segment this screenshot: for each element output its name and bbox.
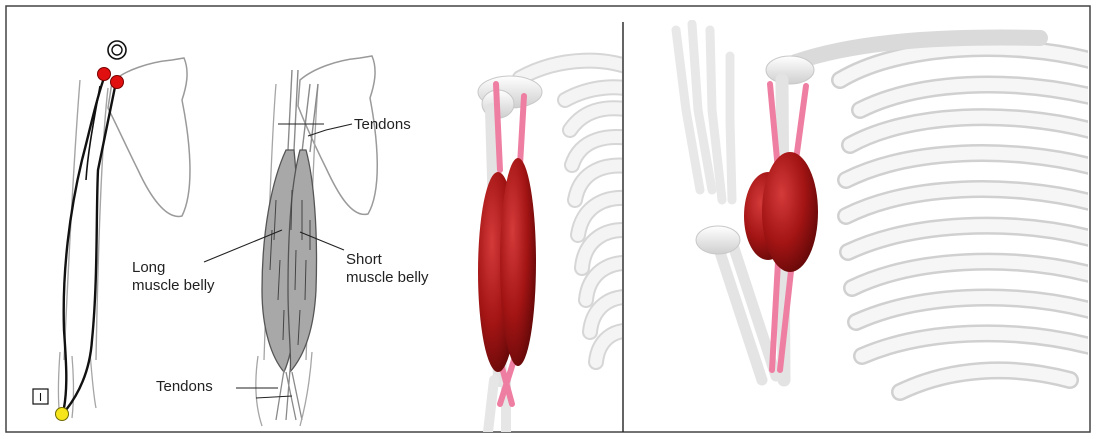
short-belly-3d-front	[500, 158, 536, 366]
label-long-belly-line2: muscle belly	[132, 277, 215, 294]
origin-point-2	[111, 76, 124, 89]
label-short-belly-line2: muscle belly	[346, 269, 429, 286]
label-long-belly-line1: Long	[132, 259, 165, 276]
label-tendons-top: Tendons	[354, 116, 411, 133]
short-belly-3d-side	[762, 152, 818, 272]
insertion-symbol: I	[39, 391, 42, 404]
origin-point-1	[98, 68, 111, 81]
label-tendons-bottom: Tendons	[156, 378, 213, 395]
label-short-belly-line1: Short	[346, 251, 383, 268]
insertion-point	[56, 408, 69, 421]
elbow-joint-side	[696, 226, 740, 254]
origin-circle-inner	[112, 45, 122, 55]
shoulder-joint-side	[766, 56, 814, 84]
